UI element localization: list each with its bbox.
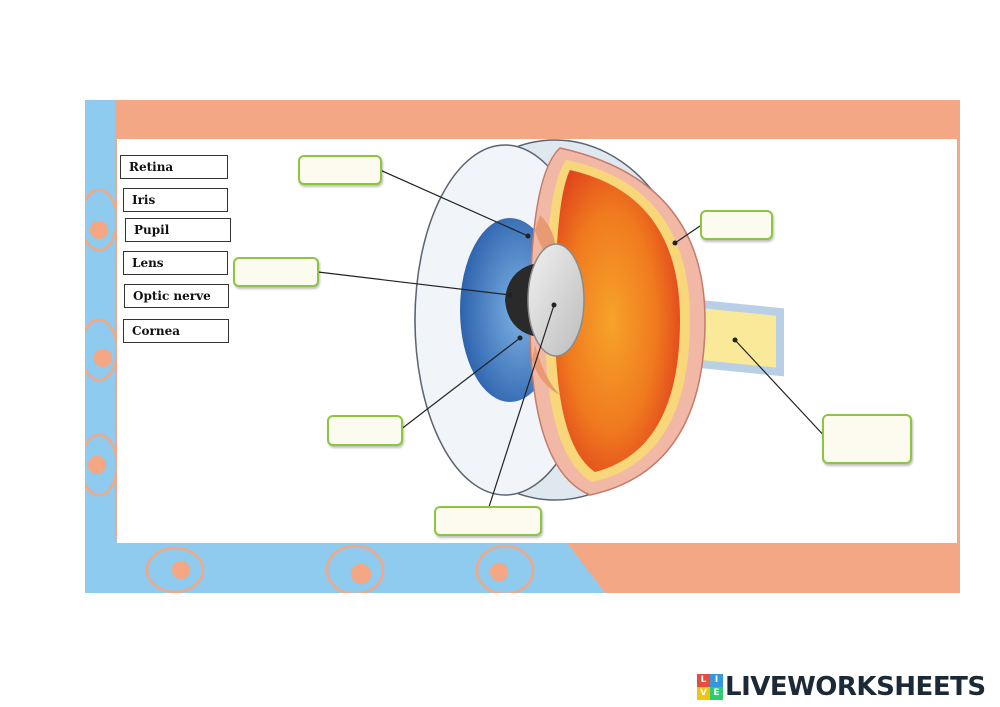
brand-name: LIVEWORKSHEETS <box>725 672 986 702</box>
drop-box-cornea[interactable] <box>298 155 382 185</box>
brand-logo: L I V E LIVEWORKSHEETS <box>697 672 986 702</box>
vitreous-shape <box>555 170 680 472</box>
eye-doodle-icons <box>85 188 535 593</box>
drop-box-iris[interactable] <box>327 415 403 446</box>
word-pupil[interactable]: Pupil <box>125 218 231 242</box>
leader-dots <box>507 233 738 343</box>
word-iris[interactable]: Iris <box>123 188 228 212</box>
lens-shape <box>527 243 585 357</box>
word-retina[interactable]: Retina <box>120 155 228 179</box>
drop-box-optic-nerve[interactable] <box>822 414 912 464</box>
drop-box-pupil[interactable] <box>233 257 319 287</box>
word-optic-nerve[interactable]: Optic nerve <box>124 284 229 308</box>
drop-box-lens[interactable] <box>434 506 542 536</box>
brand-logo-icon: L I V E <box>697 674 723 700</box>
leader-lines <box>317 169 829 511</box>
drop-box-retina[interactable] <box>700 210 773 240</box>
word-cornea[interactable]: Cornea <box>123 319 229 343</box>
frame-blue-pattern <box>85 100 605 593</box>
word-lens[interactable]: Lens <box>123 251 228 275</box>
ciliary-bottom-shape <box>532 345 560 395</box>
